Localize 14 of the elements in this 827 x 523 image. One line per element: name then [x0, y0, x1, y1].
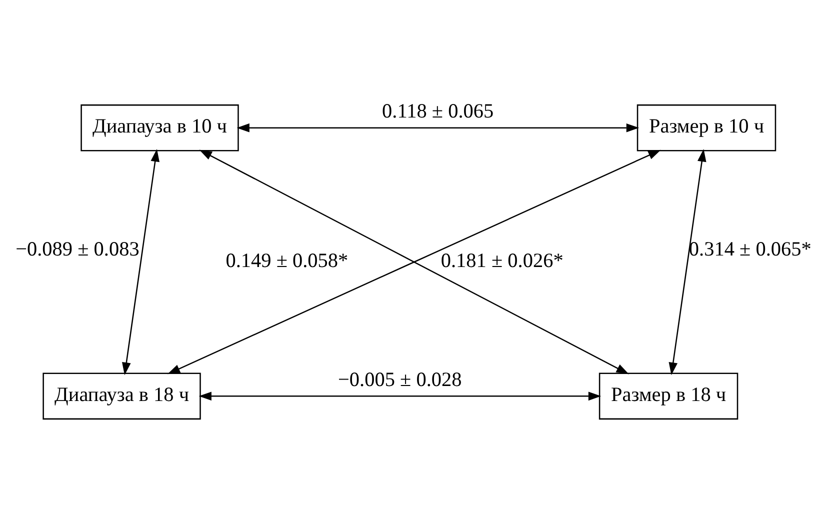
- node-box: Размер в 18 ч: [598, 372, 738, 420]
- arrow: [668, 148, 706, 375]
- arrow: [122, 148, 160, 375]
- node-box: Диапауза в 18 ч: [42, 372, 201, 420]
- arrow: [198, 391, 602, 400]
- edge-label: 0.181 ± 0.026*: [440, 249, 564, 272]
- node-box: Диапауза в 10 ч: [80, 104, 239, 151]
- edge-label: 0.314 ± 0.065*: [688, 238, 812, 260]
- node-box: Размер в 10 ч: [636, 104, 776, 151]
- edge-label: −0.089 ± 0.083: [16, 238, 140, 260]
- edge-label: −0.005 ± 0.028: [338, 368, 462, 390]
- arrow: [236, 122, 640, 132]
- edge-label: 0.149 ± 0.058*: [226, 249, 348, 272]
- edge-label: 0.118 ± 0.065: [382, 100, 494, 122]
